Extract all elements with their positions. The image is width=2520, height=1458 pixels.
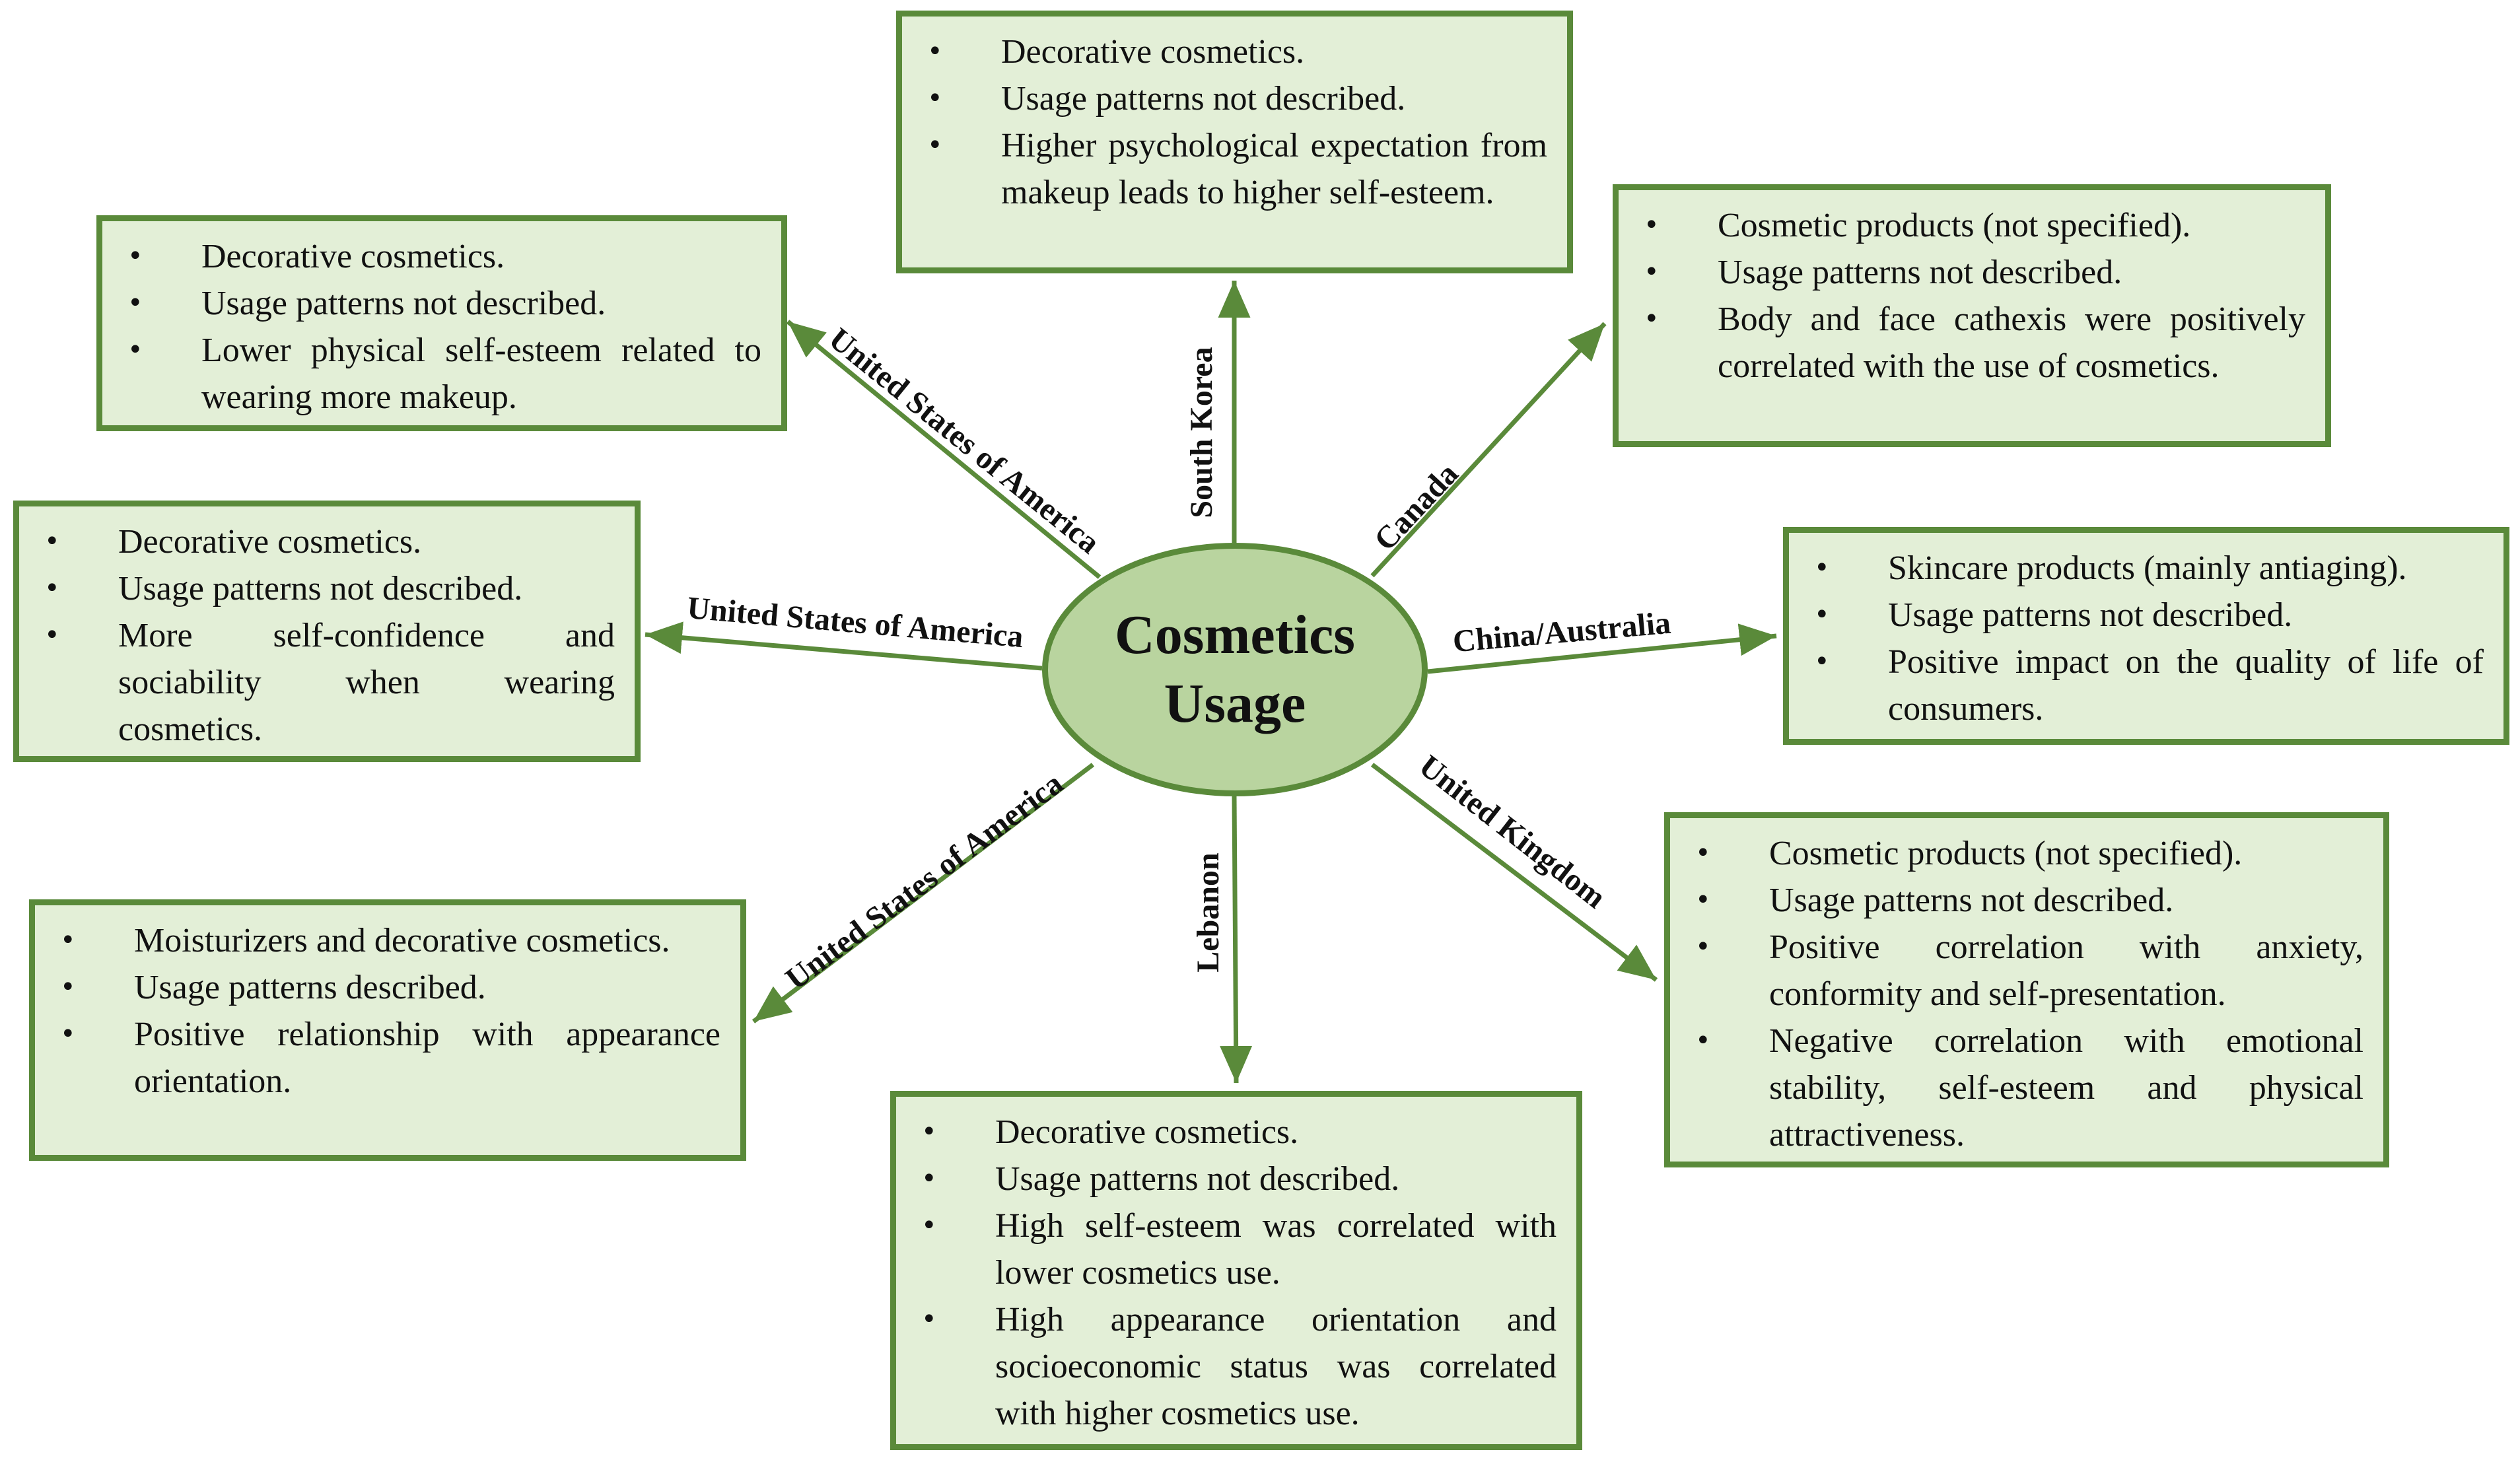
list-item: High self-esteem was correlated with low… xyxy=(916,1202,1557,1296)
list-item: More self-confidence and sociability whe… xyxy=(39,612,615,753)
box-usa-lower-left: Moisturizers and decorative cosmetics. U… xyxy=(29,899,746,1161)
center-node: Cosmetics Usage xyxy=(1042,543,1428,796)
list-item: Usage patterns not described. xyxy=(39,565,615,612)
arrow-usa-lower-left xyxy=(752,763,1095,1024)
box-lebanon-list: Decorative cosmetics. Usage patterns not… xyxy=(916,1109,1557,1437)
list-item: Body and face cathexis were positively c… xyxy=(1638,296,2305,390)
box-usa-left: Decorative cosmetics. Usage patterns not… xyxy=(13,501,641,762)
arrow-china-australia xyxy=(1427,623,1777,674)
list-item: Positive impact on the quality of life o… xyxy=(1809,639,2484,732)
list-item: Decorative cosmetics. xyxy=(122,233,761,280)
list-item: Higher psychological expectation from ma… xyxy=(922,122,1547,216)
box-united-kingdom: Cosmetic products (not specified). Usage… xyxy=(1664,812,2389,1167)
box-usa-lower-left-list: Moisturizers and decorative cosmetics. U… xyxy=(55,917,720,1105)
list-item: Usage patterns not described. xyxy=(922,75,1547,122)
box-south-korea: Decorative cosmetics. Usage patterns not… xyxy=(896,11,1573,273)
list-item: Usage patterns not described. xyxy=(1690,877,2363,924)
list-item: Usage patterns described. xyxy=(55,964,720,1011)
arrow-canada xyxy=(1370,322,1607,578)
edge-label-lebanon: Lebanon xyxy=(1191,852,1226,973)
list-item: Skincare products (mainly antiaging). xyxy=(1809,545,2484,592)
list-item: Cosmetic products (not specified). xyxy=(1690,830,2363,877)
box-usa-upper-left-list: Decorative cosmetics. Usage patterns not… xyxy=(122,233,761,421)
list-item: Positive correlation with anxiety, confo… xyxy=(1690,924,2363,1018)
list-item: Lower physical self-esteem related to we… xyxy=(122,327,761,421)
list-item: Decorative cosmetics. xyxy=(39,518,615,565)
box-south-korea-list: Decorative cosmetics. Usage patterns not… xyxy=(922,28,1547,216)
box-canada-list: Cosmetic products (not specified). Usage… xyxy=(1638,202,2305,390)
arrow-usa-upper-left xyxy=(786,320,1102,579)
box-canada: Cosmetic products (not specified). Usage… xyxy=(1613,184,2331,447)
list-item: Usage patterns not described. xyxy=(916,1156,1557,1202)
box-china-australia-list: Skincare products (mainly antiaging). Us… xyxy=(1809,545,2484,732)
edge-label-south-korea: South Korea xyxy=(1184,347,1219,518)
box-usa-left-list: Decorative cosmetics. Usage patterns not… xyxy=(39,518,615,753)
list-item: Positive relationship with appearance or… xyxy=(55,1011,720,1105)
box-lebanon: Decorative cosmetics. Usage patterns not… xyxy=(890,1091,1582,1450)
list-item: Decorative cosmetics. xyxy=(922,28,1547,75)
arrow-united-kingdom xyxy=(1370,763,1658,982)
list-item: Usage patterns not described. xyxy=(1638,249,2305,296)
list-item: Cosmetic products (not specified). xyxy=(1638,202,2305,249)
list-item: Decorative cosmetics. xyxy=(916,1109,1557,1156)
arrow-usa-left xyxy=(645,621,1043,671)
list-item: Negative correlation with emotional stab… xyxy=(1690,1018,2363,1158)
box-usa-upper-left: Decorative cosmetics. Usage patterns not… xyxy=(96,215,787,431)
center-title-line2: Usage xyxy=(1164,673,1306,734)
list-item: Usage patterns not described. xyxy=(1809,592,2484,639)
list-item: Moisturizers and decorative cosmetics. xyxy=(55,917,720,964)
center-title-line1: Cosmetics xyxy=(1115,604,1355,666)
box-china-australia: Skincare products (mainly antiaging). Us… xyxy=(1783,527,2509,745)
box-united-kingdom-list: Cosmetic products (not specified). Usage… xyxy=(1690,830,2363,1158)
list-item: Usage patterns not described. xyxy=(122,280,761,327)
arrow-lebanon xyxy=(1220,796,1253,1084)
list-item: High appearance orientation and socioeco… xyxy=(916,1296,1557,1437)
